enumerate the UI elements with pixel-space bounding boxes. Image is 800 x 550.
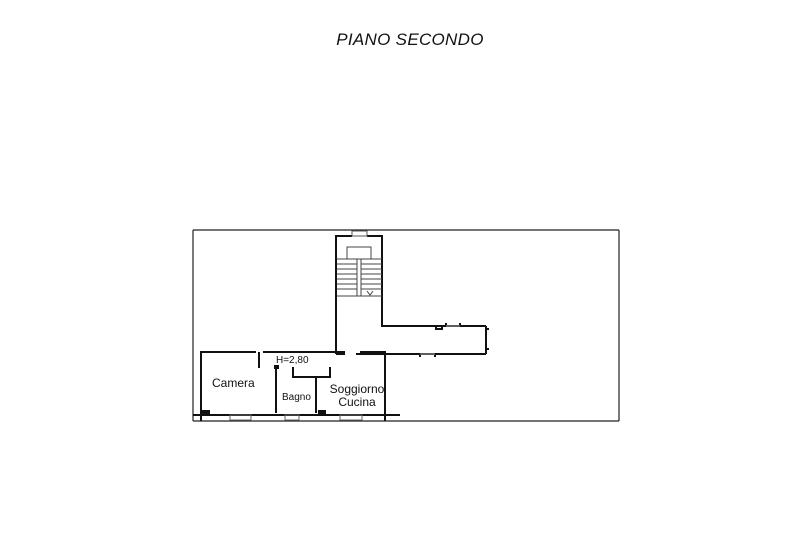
room-label-soggiorno: Soggiorno <box>329 382 385 396</box>
outer-boundary <box>192 229 620 422</box>
corridor <box>419 323 489 357</box>
stair-window <box>351 230 368 237</box>
room-label-camera: Camera <box>212 376 255 390</box>
stairs-icon <box>337 246 382 297</box>
ceiling-height-label: H=2,80 <box>276 355 309 366</box>
radiators <box>202 365 326 414</box>
room-label-bagno: Bagno <box>282 392 311 403</box>
apartment-walls <box>193 351 400 421</box>
apartment-windows <box>229 414 363 421</box>
room-label-cucina: Cucina <box>338 395 376 409</box>
floor-title: PIANO SECONDO <box>336 30 484 49</box>
